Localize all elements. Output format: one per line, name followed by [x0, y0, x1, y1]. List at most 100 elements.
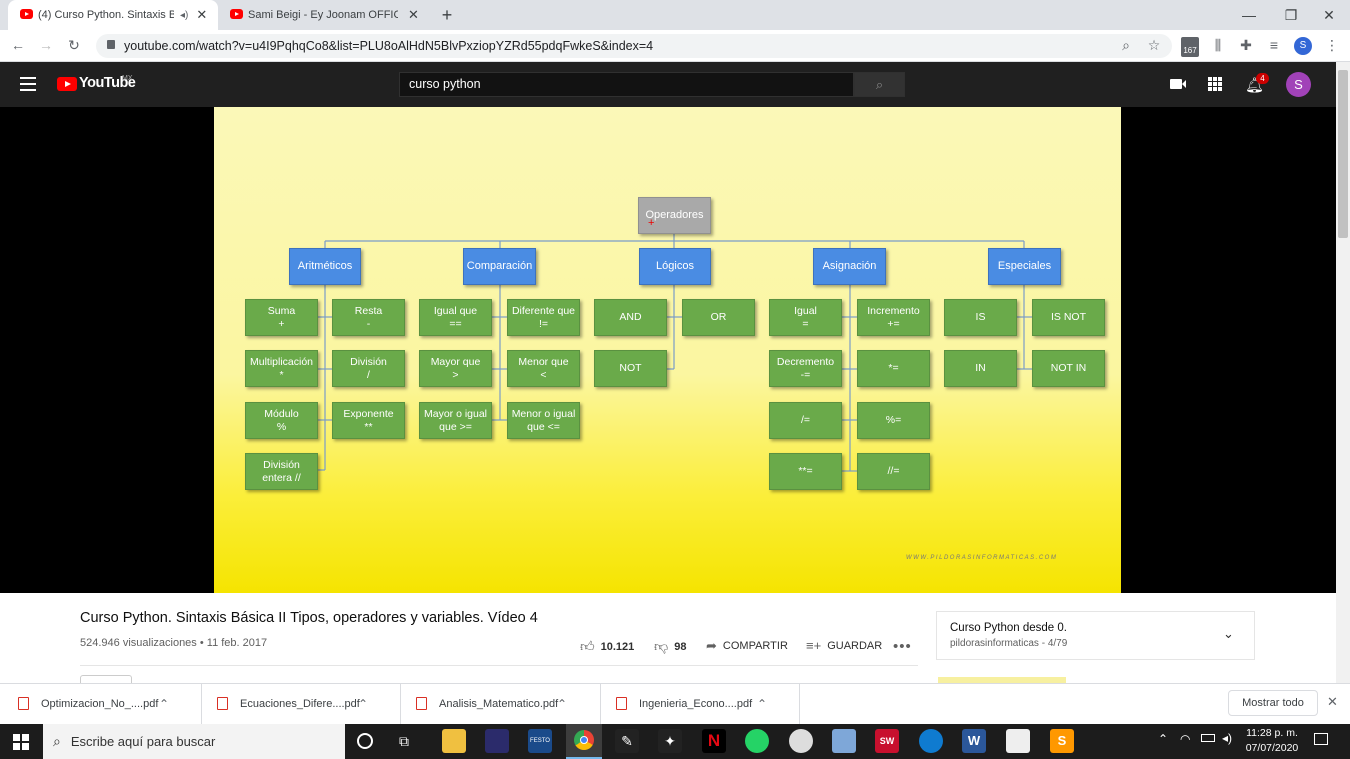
whatsapp-icon[interactable]: [745, 729, 769, 753]
address-bar[interactable]: [96, 34, 1172, 58]
volume-icon[interactable]: ◂): [1222, 731, 1233, 745]
downloads-bar: [0, 683, 1350, 724]
hamburger-menu-icon[interactable]: [20, 77, 36, 91]
node-menor-que: Menor que<: [507, 350, 580, 387]
zoom-icon[interactable]: ⌕: [1122, 37, 1130, 53]
extension-icon[interactable]: ⫼: [1214, 37, 1222, 53]
download-item[interactable]: Analisis_Matematico.pdf ⌃: [416, 683, 601, 724]
close-tab-icon[interactable]: ✕: [408, 7, 419, 22]
youtube-favicon-icon: [20, 9, 33, 19]
minimize-icon[interactable]: —: [1242, 7, 1256, 23]
like-button[interactable]: 👍︎ 10.121: [580, 638, 634, 655]
chevron-up-icon[interactable]: ⌃: [557, 696, 568, 711]
media-control-icon[interactable]: ≡: [1269, 37, 1279, 53]
divider: [80, 665, 918, 666]
audio-icon[interactable]: ◂): [180, 9, 189, 21]
share-label: COMPARTIR: [722, 640, 788, 652]
tab-inactive[interactable]: Sami Beigi - Ey Joonam OFFICIAL ✕: [218, 0, 428, 30]
close-tab-icon[interactable]: ✕: [196, 7, 208, 22]
netflix-icon[interactable]: N: [702, 729, 726, 753]
app-icon[interactable]: [485, 729, 509, 753]
url-text[interactable]: youtube.com/watch?v=u4I9PqhqCo8&list=PLU…: [124, 39, 654, 53]
bookmark-star-icon[interactable]: ☆: [1147, 37, 1161, 53]
file-explorer-icon[interactable]: [442, 729, 466, 753]
youtube-favicon-icon: [230, 9, 243, 19]
tab-title: Sami Beigi - Ey Joonam OFFICIAL: [248, 9, 398, 21]
solidworks-icon[interactable]: SW: [875, 729, 899, 753]
taskbar-search-input[interactable]: ⌕ Escribe aquí para buscar: [43, 724, 345, 759]
node-division: División/: [332, 350, 405, 387]
download-item[interactable]: Ingenieria_Econo....pdf ⌃: [616, 683, 800, 724]
chevron-up-icon[interactable]: ⌃: [757, 696, 768, 711]
search-input[interactable]: curso python: [399, 72, 854, 97]
chevron-up-icon[interactable]: ⌃: [358, 696, 369, 711]
dislike-button[interactable]: 👎︎ 98: [654, 638, 686, 655]
node-igual: Igual=: [769, 299, 842, 336]
node-and: AND: [594, 299, 667, 336]
more-actions-icon[interactable]: •••: [893, 638, 912, 655]
edge-icon[interactable]: [919, 729, 943, 753]
node-not: NOT: [594, 350, 667, 387]
clock-time[interactable]: 11:28 p. m.: [1246, 727, 1298, 739]
chevron-down-icon[interactable]: ⌄: [1223, 626, 1234, 641]
document-app-icon[interactable]: [1006, 729, 1030, 753]
reload-icon[interactable]: ↻: [68, 37, 80, 53]
youtube-logo-icon[interactable]: [57, 77, 77, 91]
battery-icon[interactable]: [1201, 734, 1215, 742]
calculator-icon[interactable]: [832, 729, 856, 753]
task-view-icon[interactable]: ⧉: [399, 733, 409, 749]
close-window-icon[interactable]: ✕: [1323, 7, 1335, 23]
show-all-downloads-button[interactable]: Mostrar todo: [1228, 690, 1318, 716]
profile-avatar[interactable]: S: [1294, 37, 1312, 55]
back-icon[interactable]: ←: [11, 37, 25, 53]
restore-icon[interactable]: ❐: [1284, 7, 1298, 23]
node-incremento: Incremento+=: [857, 299, 930, 336]
share-button[interactable]: ➦ COMPARTIR: [706, 638, 788, 654]
node-especiales: Especiales: [988, 248, 1061, 285]
node-div-asig: /=: [769, 402, 842, 439]
youtube-logo-text[interactable]: YouTube: [79, 75, 136, 91]
download-item[interactable]: Optimizacion_No_....pdf ⌃: [18, 683, 202, 724]
clock-app-icon[interactable]: [789, 729, 813, 753]
cortana-icon[interactable]: [357, 733, 373, 749]
sublime-icon[interactable]: S: [1050, 729, 1074, 753]
search-button[interactable]: ⌕: [854, 72, 905, 97]
close-downloads-icon[interactable]: ✕: [1327, 694, 1338, 709]
extension-badge-icon[interactable]: 167: [1181, 37, 1199, 57]
node-multiplicacion: Multiplicación*: [245, 350, 318, 387]
puzzle-icon[interactable]: ✚: [1240, 37, 1252, 53]
forward-icon[interactable]: →: [39, 37, 53, 53]
node-igual-que: Igual que==: [419, 299, 492, 336]
clock-date[interactable]: 07/07/2020: [1245, 742, 1299, 754]
node-exponente: Exponente**: [332, 402, 405, 439]
like-count: 10.121: [600, 640, 635, 653]
playlist-thumbnail-partial[interactable]: [938, 677, 1066, 683]
node-suma: Suma+: [245, 299, 318, 336]
windows-start-icon[interactable]: [13, 734, 29, 750]
download-item[interactable]: Ecuaciones_Difere....pdf ⌃: [217, 683, 401, 724]
wifi-icon[interactable]: ◠: [1180, 732, 1191, 746]
chrome-active-slot[interactable]: [566, 724, 602, 759]
menu-dots-icon[interactable]: ⋮: [1325, 37, 1339, 53]
region-code: MX: [122, 75, 133, 82]
account-avatar[interactable]: S: [1286, 72, 1311, 97]
action-center-icon[interactable]: [1314, 733, 1328, 745]
new-tab-icon[interactable]: +: [441, 5, 453, 25]
word-icon[interactable]: W: [962, 729, 986, 753]
show-hidden-icons-icon[interactable]: ⌃: [1158, 732, 1169, 746]
playlist-panel[interactable]: Curso Python desde 0. pildorasinformatic…: [936, 611, 1255, 660]
node-decremento: Decremento-=: [769, 350, 842, 387]
tab-active[interactable]: (4) Curso Python. Sintaxis Bá ◂) ✕: [8, 0, 218, 30]
thumb-down-icon: 👎︎: [654, 638, 669, 654]
playlist-title: Curso Python desde 0.: [950, 622, 1067, 634]
node-aritmeticos: Aritméticos: [289, 248, 361, 285]
app-icon[interactable]: ✎: [615, 729, 639, 753]
chevron-up-icon[interactable]: ⌃: [159, 696, 170, 711]
channel-avatar-partial[interactable]: [80, 675, 132, 683]
create-video-icon[interactable]: [1170, 79, 1186, 89]
save-button[interactable]: ≡+ GUARDAR: [806, 638, 882, 653]
apps-grid-icon[interactable]: [1208, 77, 1222, 91]
app-icon[interactable]: ✦: [658, 729, 682, 753]
scrollbar-thumb[interactable]: [1338, 70, 1348, 238]
festo-app-icon[interactable]: FESTO: [528, 729, 552, 753]
